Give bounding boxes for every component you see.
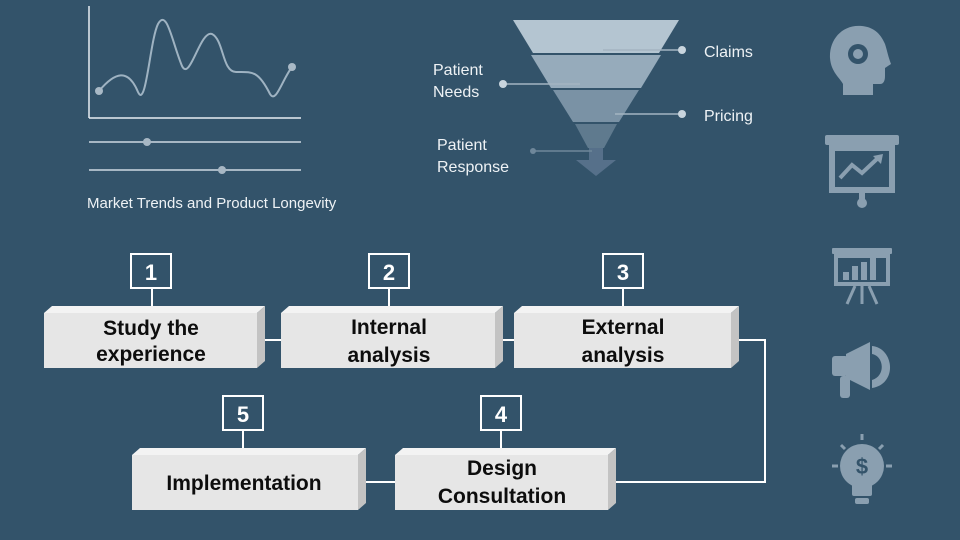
funnel-layer-3 — [553, 90, 639, 122]
process-step-3: 3 External analysis — [514, 253, 739, 368]
step-number-3: 3 — [617, 260, 629, 285]
pricing-dot — [678, 110, 686, 118]
step-label-4-line-2: Consultation — [438, 485, 566, 508]
funnel-label-pricing: Pricing — [704, 108, 753, 125]
step-label-4-line-1: Design — [467, 457, 537, 480]
process-step-5: 5 Implementation — [132, 395, 366, 510]
claims-dot — [678, 46, 686, 54]
step-number-box-2 — [368, 253, 410, 289]
process-step-1: 1 Study the experience — [44, 253, 265, 368]
step-label-2-line-1: Internal — [351, 316, 427, 339]
slider-knob-2 — [218, 166, 226, 174]
trend-end-point — [288, 63, 296, 71]
step-label-2-line-2: analysis — [348, 344, 431, 367]
patient-needs-dot — [499, 80, 507, 88]
funnel-label-claims: Claims — [704, 44, 753, 61]
funnel-label-patient-needs-2: Needs — [433, 84, 479, 101]
step-label-5: Implementation — [166, 472, 321, 495]
presentation-chart-icon — [825, 135, 899, 208]
step-label-3-line-1: External — [582, 316, 665, 339]
trend-line — [98, 19, 293, 98]
step-number-4: 4 — [495, 402, 508, 427]
funnel-label-patient-response-1: Patient — [437, 137, 487, 154]
step-label-1-line-1: Study the — [103, 317, 199, 340]
chart-caption: Market Trends and Product Longevity — [87, 195, 337, 212]
step-number-5: 5 — [237, 402, 249, 427]
funnel-layer-4 — [575, 124, 617, 148]
bar-chart-easel-icon — [832, 248, 892, 305]
slider-knob-1 — [143, 138, 151, 146]
process-step-2: 2 Internal analysis — [281, 253, 503, 368]
step-number-box-3 — [602, 253, 644, 289]
lightbulb-dollar-icon: $ — [832, 434, 892, 504]
trend-start-point — [95, 87, 103, 95]
funnel-layer-1 — [513, 20, 679, 53]
funnel-label-patient-needs-1: Patient — [433, 62, 483, 79]
funnel-layer-2 — [531, 55, 661, 88]
step-label-1-line-2: experience — [96, 343, 206, 366]
funnel-spout — [589, 148, 603, 160]
step-number-1: 1 — [145, 260, 157, 285]
funnel-diagram: Claims Patient Needs Pricing Patient Res… — [433, 20, 753, 176]
megaphone-icon — [832, 342, 891, 398]
step-number-box-5 — [222, 395, 264, 431]
funnel-label-patient-response-2: Response — [437, 159, 509, 176]
process-step-4: 4 Design Consultation — [395, 395, 616, 510]
step-label-3-line-2: analysis — [582, 344, 665, 367]
side-icon-column: $ — [825, 25, 899, 504]
trend-chart: Market Trends and Product Longevity — [87, 6, 337, 212]
step-number-box-4 — [480, 395, 522, 431]
head-gear-icon — [829, 25, 891, 95]
step-number-2: 2 — [383, 260, 395, 285]
patient-response-dot — [530, 148, 536, 154]
funnel-arrow-head — [576, 160, 616, 176]
step-number-box-1 — [130, 253, 172, 289]
dollar-glyph: $ — [856, 454, 868, 479]
process-connectors — [151, 288, 766, 483]
